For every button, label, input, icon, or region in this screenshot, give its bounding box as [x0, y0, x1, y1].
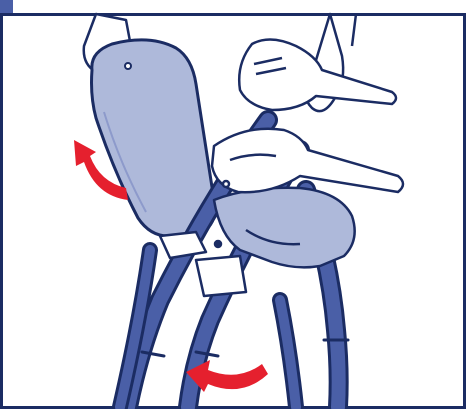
- seat-rivet: [125, 63, 131, 69]
- right-hand-buckle: [239, 14, 396, 111]
- seat-back: [92, 40, 215, 236]
